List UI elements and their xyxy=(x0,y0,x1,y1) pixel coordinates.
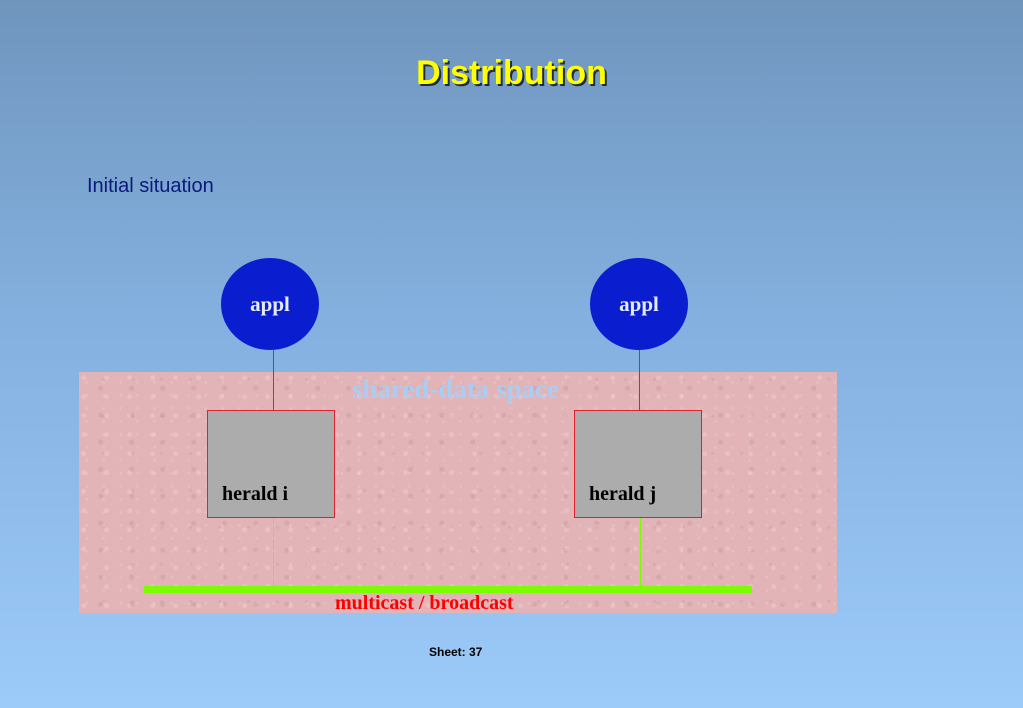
herald-j-bus-connector xyxy=(640,518,641,588)
herald-j-box: herald j xyxy=(574,410,702,518)
herald-i-label: herald i xyxy=(222,483,289,505)
slide-title: Distribution xyxy=(416,54,607,92)
sheet-number: Sheet: 37 xyxy=(429,645,483,659)
appl-j-connector xyxy=(639,350,640,410)
slide-subtitle: Initial situation xyxy=(87,175,214,197)
herald-i-box: herald i xyxy=(207,410,335,518)
herald-i-bus-connector xyxy=(273,518,274,588)
appl-i-node: appl xyxy=(221,258,319,350)
appl-i-connector xyxy=(273,350,274,410)
appl-j-label: appl xyxy=(619,291,659,316)
appl-j-node: appl xyxy=(590,258,688,350)
herald-j-label: herald j xyxy=(589,483,657,505)
multicast-bus xyxy=(144,586,752,593)
shared-data-space-region xyxy=(79,372,837,613)
appl-i-label: appl xyxy=(250,291,290,316)
shared-data-space-label: shared-data space xyxy=(351,374,560,404)
multicast-bus-label: multicast / broadcast xyxy=(335,592,514,614)
